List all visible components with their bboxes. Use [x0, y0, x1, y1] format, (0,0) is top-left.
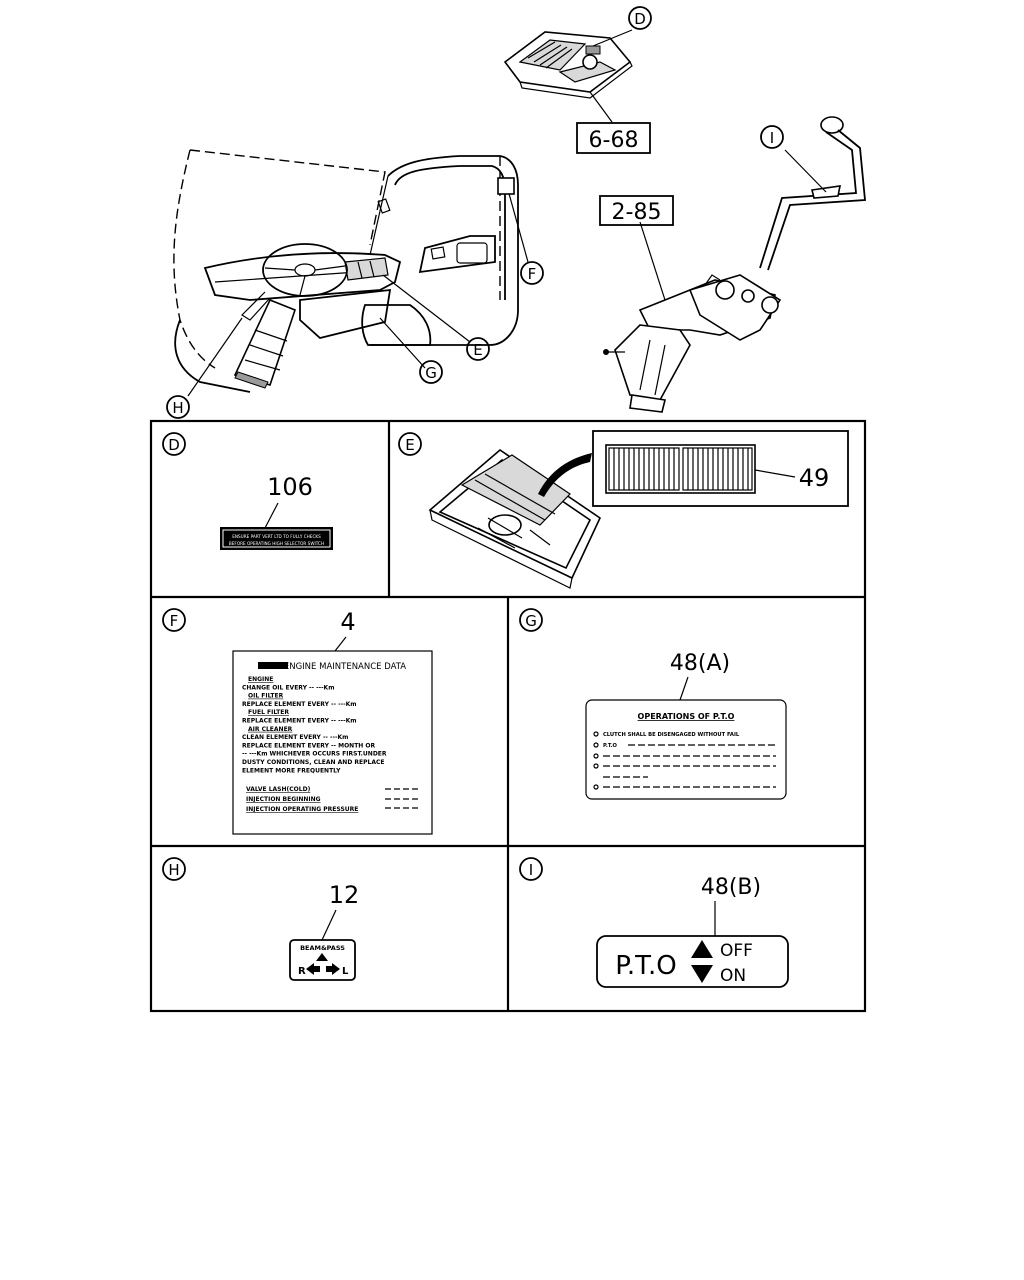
- maintenance-line: DUSTY CONDITIONS, CLEAN AND REPLACE: [242, 759, 384, 766]
- glovebox-lid-illustration: [428, 448, 602, 589]
- callout-f-text: F: [528, 265, 537, 283]
- callout-g-text: G: [425, 364, 437, 382]
- maintenance-bottom-3: INJECTION OPERATING PRESSURE: [246, 806, 358, 813]
- panel-g: G 48(A) OPERATIONS OF P.T.O CLUTCH SHALL…: [519, 608, 787, 800]
- vent-grille-49: [605, 444, 756, 494]
- panel-d-letter: D: [168, 436, 180, 454]
- panel-i-part-number: 48(B): [701, 875, 761, 900]
- pto-ops-title: OPERATIONS OF P.T.O: [638, 712, 735, 721]
- maintenance-line: REPLACE ELEMENT EVERY -- MONTH OR: [242, 742, 375, 749]
- panel-e: E 49: [398, 430, 849, 589]
- maintenance-line: REPLACE ELEMENT EVERY -- ---Km: [242, 701, 356, 708]
- callout-h-text: H: [172, 399, 183, 417]
- panel-h-part-number: 12: [329, 881, 360, 909]
- panel-d: D 106 ENSURE PART VERT LTD TO FULLY CHEC…: [162, 432, 333, 550]
- panel-g-part-number: 48(A): [670, 651, 730, 676]
- ref-6-68-text: 6-68: [589, 128, 639, 153]
- pto-switch-text: P.T.O: [615, 951, 676, 981]
- panel-i-letter: I: [529, 861, 533, 879]
- beam-pass-left: R: [298, 966, 306, 977]
- maintenance-line: ELEMENT MORE FREQUENTLY: [242, 767, 341, 774]
- maintenance-line: ENGINE: [248, 676, 273, 683]
- panel-f: F 4 ENGINE MAINTENANCE DATA ENGINECHANGE…: [162, 608, 433, 835]
- panel-f-part-number: 4: [340, 608, 355, 636]
- panel-h: H 12 BEAM&PASS R L: [162, 857, 360, 981]
- arrow-up-icon: [691, 940, 713, 958]
- callout-h: H: [166, 395, 190, 419]
- panel-d-part-number: 106: [267, 473, 313, 501]
- cab-interior-illustration: [173, 149, 529, 397]
- ceiling-vent-unit-illustration: [503, 29, 633, 123]
- beam-pass-label: BEAM&PASS R L: [289, 939, 356, 981]
- maintenance-line: CLEAN ELEMENT EVERY -- ---Km: [242, 734, 348, 741]
- arrow-up-icon: [316, 953, 328, 961]
- callout-i-text: I: [770, 129, 774, 147]
- ref-box-6-68: 6-68: [576, 122, 651, 154]
- maintenance-line: REPLACE ELEMENT EVERY -- ---Km: [242, 718, 356, 725]
- maintenance-line: CHANGE OIL EVERY -- ---Km: [242, 684, 334, 691]
- pto-lever-assembly-illustration: [603, 116, 866, 413]
- callout-f: F: [520, 261, 544, 285]
- panel-g-letter: G: [525, 612, 537, 630]
- arrow-down-icon: [691, 965, 713, 983]
- callout-d: D: [628, 6, 652, 30]
- callout-d-text: D: [634, 10, 646, 28]
- callout-e-text: E: [473, 341, 482, 359]
- callout-i: I: [760, 125, 784, 149]
- detail-grid: [149, 419, 867, 1013]
- callout-g: G: [419, 360, 443, 384]
- panel-i: I 48(B) P.T.O OFF ON: [519, 857, 789, 988]
- pto-on-text: ON: [720, 966, 746, 986]
- pto-switch-label: P.T.O OFF ON: [596, 935, 789, 988]
- panel-e-letter: E: [405, 436, 414, 454]
- maintenance-line: OIL FILTER: [248, 693, 284, 700]
- beam-pass-right: L: [342, 966, 349, 977]
- panel-e-part-number: 49: [799, 464, 830, 492]
- caution-label-106: ENSURE PART VERT LTD TO FULLY CHECKS BEF…: [220, 527, 333, 550]
- pto-operations-label: OPERATIONS OF P.T.O CLUTCH SHALL BE DISE…: [585, 699, 787, 800]
- pto-ops-line2: P.T.O: [603, 743, 618, 749]
- maintenance-bottom-2: INJECTION BEGINNING: [246, 796, 321, 803]
- beam-pass-title: BEAM&PASS: [300, 944, 345, 952]
- panel-f-letter: F: [170, 612, 179, 630]
- maintenance-line: -- ---Km WHICHEVER OCCURS FIRST.UNDER: [242, 751, 387, 758]
- arrow-left-icon: [306, 963, 320, 975]
- maintenance-line: AIR CLEANER: [248, 726, 293, 733]
- ref-box-2-85: 2-85: [599, 195, 674, 226]
- label-106-line2: BEFORE OPERATING HIGH SELECTOR SWITCH: [229, 541, 324, 546]
- callout-e: E: [466, 337, 490, 361]
- ref-2-85-text: 2-85: [612, 200, 662, 225]
- maintenance-line: FUEL FILTER: [248, 709, 289, 716]
- maintenance-bottom-1: VALVE LASH(COLD): [246, 786, 311, 793]
- maintenance-title: ENGINE MAINTENANCE DATA: [284, 662, 406, 672]
- pto-ops-line1: CLUTCH SHALL BE DISENGAGED WITHOUT FAIL: [603, 732, 740, 738]
- label-106-line1: ENSURE PART VERT LTD TO FULLY CHECKS: [232, 534, 321, 539]
- pto-off-text: OFF: [720, 941, 753, 961]
- panel-h-letter: H: [168, 861, 179, 879]
- arrow-right-icon: [326, 963, 340, 975]
